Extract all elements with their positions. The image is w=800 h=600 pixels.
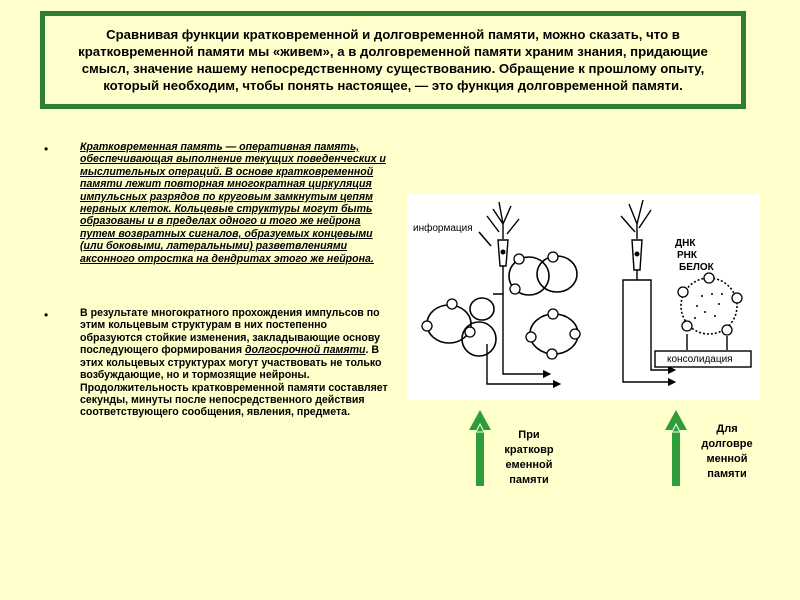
header-text: Сравнивая функции кратковременной и долг… — [78, 27, 708, 93]
caption-line: памяти — [707, 468, 747, 480]
rna-label: РНК — [677, 250, 698, 261]
long-term-arrow-button[interactable] — [663, 408, 689, 488]
long-term-caption: Для долговре менной памяти — [689, 422, 765, 482]
bullet-list: • Кратковременная память — оперативная п… — [44, 141, 390, 419]
bullet-item-short-term: • Кратковременная память — оперативная п… — [44, 141, 390, 265]
bullet-item-circulation: • В результате многократного прохождения… — [44, 307, 390, 419]
caption-line: При — [518, 429, 540, 441]
bullet-text-circulation: В результате многократного прохождения и… — [80, 307, 390, 419]
caption-line: Для — [716, 423, 738, 435]
bullet-text-short-term: Кратковременная память — оперативная пам… — [80, 141, 386, 265]
caption-line: кратковр — [504, 444, 554, 456]
long-term-memory-link[interactable]: долгосрочной памяти — [244, 344, 366, 357]
neuron-circuit-figure: информация — [407, 194, 760, 400]
dna-label: ДНК — [675, 238, 696, 249]
short-term-arrow-button[interactable] — [467, 408, 493, 488]
caption-line: еменной — [505, 459, 553, 471]
short-term-panel: информация — [413, 201, 581, 389]
caption-line: памяти — [509, 474, 549, 486]
protein-label: БЕЛОК — [679, 262, 715, 273]
short-term-caption: При кратковр еменной памяти — [492, 428, 566, 488]
bullet-text-part-1: В результате многократного прохождения и… — [80, 307, 381, 357]
bullet-dot-icon: • — [44, 142, 49, 156]
bullet-dot-icon: • — [44, 308, 49, 323]
caption-line: долговре — [701, 438, 753, 450]
info-label: информация — [413, 222, 473, 234]
consolidation-box — [654, 350, 752, 368]
long-term-panel: ДНК РНК БЕЛОК консолидация — [620, 199, 752, 387]
consolidation-label: консолидация — [667, 354, 733, 365]
nucleus-icon — [680, 277, 738, 335]
header-box: Сравнивая функции кратковременной и долг… — [40, 11, 746, 109]
bullet-text-part-2: . В этих кольцевых структурах могут учас… — [80, 344, 388, 419]
caption-line: менной — [706, 453, 748, 465]
neuron-circuit-diagram: информация — [413, 199, 752, 389]
